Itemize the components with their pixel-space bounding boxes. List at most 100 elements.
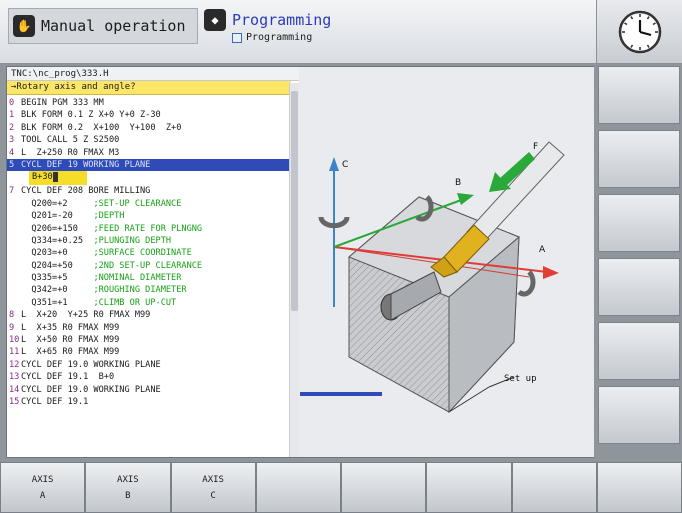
program-line[interactable]: Q204=+50 ;2ND SET-UP CLEARANCE: [7, 260, 289, 272]
line-number: 8: [9, 310, 15, 321]
vertical-softkey-6[interactable]: [598, 386, 680, 444]
working-plane-illustration: C B A F Set up: [318, 141, 565, 414]
line-code: Q204=+50: [21, 260, 94, 271]
line-number: [7, 247, 21, 259]
edit-line[interactable]: B+30: [7, 171, 289, 186]
dialog-prompt: →Rotary axis and angle?: [7, 81, 291, 95]
line-comment: ;NOMINAL DIAMETER: [93, 273, 182, 284]
main-panel: TNC:\nc_prog\333.H →Rotary axis and angl…: [6, 66, 594, 458]
vertical-softkey-1[interactable]: [598, 66, 680, 124]
vertical-softkey-3[interactable]: [598, 194, 680, 252]
line-number: 7: [9, 186, 15, 197]
program-line[interactable]: Q201=-20 ;DEPTH: [7, 210, 289, 222]
program-line[interactable]: Q206=+150 ;FEED RATE FOR PLNGNG: [7, 223, 289, 235]
rotary-angle-input[interactable]: B+30: [29, 171, 87, 186]
line-code: CYCL DEF 19 WORKING PLANE: [21, 159, 151, 170]
line-code: Q351=+1: [21, 297, 94, 308]
mode-manual-operation[interactable]: ✋ Manual operation: [8, 8, 198, 44]
line-code: CYCL DEF 19.1: [21, 396, 89, 407]
line-comment: ;ROUGHING DIAMETER: [93, 285, 187, 296]
program-line[interactable]: 0 BEGIN PGM 333 MM: [7, 97, 289, 109]
softkey-8[interactable]: [596, 462, 682, 513]
vertical-softkeys: [596, 64, 682, 462]
softkey-line2: B: [125, 490, 131, 501]
line-comment: ;DEPTH: [93, 211, 125, 222]
manual-operation-label: Manual operation: [41, 17, 186, 35]
line-number: 0: [9, 98, 15, 108]
program-line[interactable]: Q200=+2 ;SET-UP CLEARANCE: [7, 198, 289, 210]
line-number: [7, 235, 21, 247]
line-code: Q201=-20: [21, 211, 94, 222]
softkey-5[interactable]: [341, 462, 427, 513]
line-comment: ;CLIMB OR UP-CUT: [93, 297, 177, 308]
line-code: Q334=+0.25: [21, 235, 94, 246]
line-number: 3: [9, 135, 15, 146]
programming-sub-label: Programming: [246, 32, 313, 43]
line-code: BEGIN PGM 333 MM: [21, 98, 104, 108]
line-number: 9: [9, 322, 15, 333]
line-number: [7, 297, 21, 309]
vertical-softkey-5[interactable]: [598, 322, 680, 380]
softkey-7[interactable]: [511, 462, 597, 513]
graphic-tab-indicator: [300, 392, 382, 396]
softkey-line2: A: [39, 490, 46, 501]
program-line[interactable]: Q351=+1 ;CLIMB OR UP-CUT: [7, 297, 289, 309]
scrollbar[interactable]: [289, 83, 299, 457]
line-code: Q206=+150: [21, 223, 94, 234]
line-number: [7, 198, 21, 210]
mode-programming[interactable]: ◆ Programming Programming: [204, 8, 404, 44]
line-comment: ;2ND SET-UP CLEARANCE: [93, 260, 203, 271]
line-number: [7, 210, 21, 222]
clock-icon: [618, 10, 661, 53]
axis-c-label: C: [342, 160, 348, 170]
help-graphic: C B A F Set up: [299, 67, 594, 457]
program-line[interactable]: Q335=+5 ;NOMINAL DIAMETER: [7, 272, 289, 284]
program-line[interactable]: Q203=+0 ;SURFACE COORDINATE: [7, 247, 289, 259]
edit-value: B+30: [32, 172, 53, 183]
program-line[interactable]: Q334=+0.25 ;PLUNGING DEPTH: [7, 235, 289, 247]
line-number: [7, 260, 21, 272]
line-code: L X+35 R0 FMAX M99: [21, 322, 120, 333]
line-code: L X+20 Y+25 R0 FMAX M99: [21, 310, 151, 321]
axis-a-label: A: [539, 245, 546, 255]
line-code: BLK FORM 0.2 X+100 Y+100 Z+0: [21, 122, 182, 133]
hand-icon: ✋: [13, 15, 35, 37]
clock-area: [596, 0, 682, 64]
line-code: L X+65 R0 FMAX M99: [21, 347, 120, 358]
softkey-6[interactable]: [426, 462, 512, 513]
program-line[interactable]: 8 L X+20 Y+25 R0 FMAX M99: [7, 309, 289, 321]
program-line[interactable]: 9 L X+35 R0 FMAX M99: [7, 322, 289, 334]
line-number: [7, 223, 21, 235]
scrollbar-thumb[interactable]: [291, 91, 298, 311]
line-number: [7, 284, 21, 296]
vertical-softkey-4[interactable]: [598, 258, 680, 316]
line-code: CYCL DEF 19.0 WORKING PLANE: [21, 359, 161, 370]
line-comment: ;FEED RATE FOR PLNGNG: [93, 223, 203, 234]
axis-b-label: B: [455, 178, 461, 188]
text-cursor: [52, 171, 58, 182]
line-number: 12: [9, 359, 20, 370]
vertical-softkey-2[interactable]: [598, 130, 680, 188]
program-line[interactable]: Q342=+0 ;ROUGHING DIAMETER: [7, 284, 289, 296]
line-comment: ;PLUNGING DEPTH: [93, 235, 172, 246]
softkey-4[interactable]: [255, 462, 341, 513]
mode-header: ✋ Manual operation ◆ Programming Program…: [0, 0, 596, 64]
line-comment: ;SURFACE COORDINATE: [93, 248, 192, 259]
